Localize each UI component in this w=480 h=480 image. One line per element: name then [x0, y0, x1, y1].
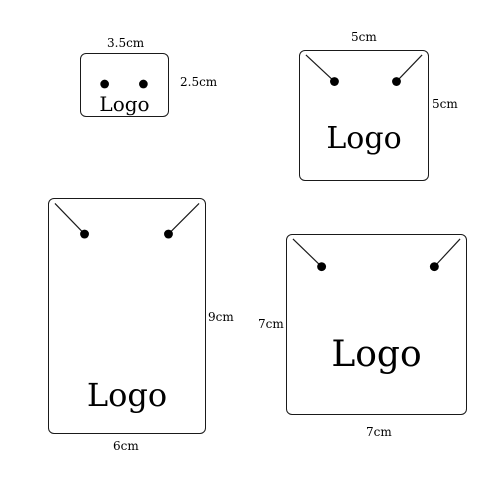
- hanger-line-right: [396, 54, 423, 82]
- card-6x9: Logo: [48, 198, 206, 434]
- hanger-line-left: [54, 203, 85, 235]
- card-3-5x2-5-holes: [100, 79, 148, 89]
- hole-right-icon: [429, 262, 439, 272]
- card-3-5x2-5: Logo: [80, 53, 169, 117]
- card-6x9-height-label: 9cm: [208, 310, 234, 324]
- hole-right-icon: [392, 77, 401, 86]
- card-5x5-logo: Logo: [326, 121, 402, 156]
- hanger-line-left: [305, 54, 335, 82]
- hanger-line-right: [168, 203, 200, 235]
- hole-left-icon: [330, 77, 339, 86]
- card-7x7-logo: Logo: [331, 334, 422, 375]
- card-7x7: Logo: [286, 234, 467, 415]
- card-5x5-width-label: 5cm: [351, 30, 377, 44]
- hole-right-icon: [139, 79, 148, 89]
- card-5x5-height-label: 5cm: [432, 97, 458, 111]
- hole-left-icon: [317, 262, 327, 272]
- hanger-line-right: [433, 238, 461, 268]
- card-7x7-hanger: [292, 238, 461, 272]
- hole-right-icon: [164, 229, 173, 239]
- card-6x9-hanger: [54, 203, 200, 239]
- card-6x9-width-label: 6cm: [113, 439, 139, 453]
- hanger-line-left: [292, 238, 323, 268]
- card-5x5: Logo: [299, 50, 429, 181]
- card-6x9-logo: Logo: [86, 376, 168, 414]
- card-3-5x2-5-logo: Logo: [99, 92, 150, 116]
- card-7x7-height-label: 7cm: [258, 317, 284, 331]
- card-7x7-width-label: 7cm: [366, 425, 392, 439]
- card-3-5x2-5-width-label: 3.5cm: [107, 36, 145, 50]
- hole-left-icon: [100, 79, 109, 89]
- card-3-5x2-5-height-label: 2.5cm: [180, 75, 218, 89]
- card-5x5-hanger: [305, 54, 423, 86]
- hole-left-icon: [80, 229, 89, 239]
